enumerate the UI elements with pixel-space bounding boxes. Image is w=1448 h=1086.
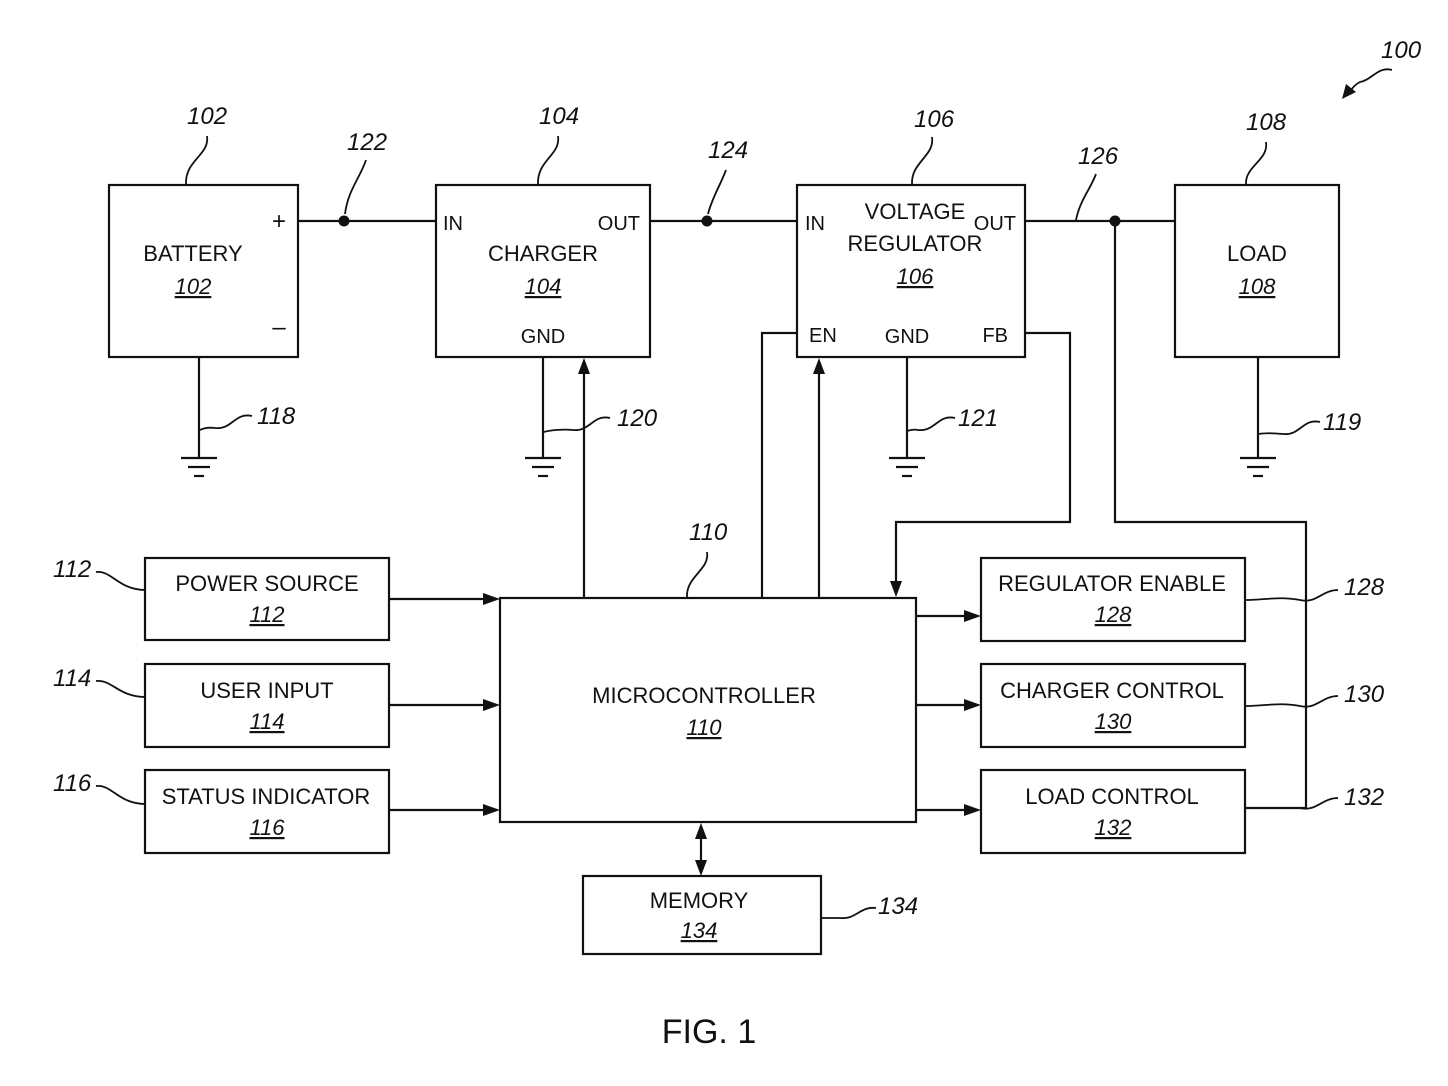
ref-121: 121 bbox=[958, 405, 998, 432]
regulator-pin-en: EN bbox=[809, 325, 837, 347]
arrow-right-power-source bbox=[483, 593, 500, 605]
ref-134: 134 bbox=[878, 893, 918, 920]
status-indicator-title: STATUS INDICATOR bbox=[162, 784, 371, 809]
charger-number: 104 bbox=[525, 274, 562, 299]
regulator-number: 106 bbox=[897, 264, 934, 289]
status-indicator-block: STATUS INDICATOR 116 bbox=[145, 770, 389, 853]
user-input-title: USER INPUT bbox=[200, 678, 333, 703]
power-source-number: 112 bbox=[249, 602, 284, 627]
microcontroller-title: MICROCONTROLLER bbox=[592, 683, 816, 708]
status-indicator-number: 116 bbox=[249, 815, 285, 840]
wire-en bbox=[762, 333, 797, 598]
junction-122 bbox=[339, 216, 350, 227]
power-source-title: POWER SOURCE bbox=[175, 571, 358, 596]
memory-number: 134 bbox=[681, 918, 718, 943]
load-title: LOAD bbox=[1227, 241, 1287, 266]
battery-number: 102 bbox=[175, 274, 212, 299]
charger-control-block: CHARGER CONTROL 130 bbox=[981, 664, 1245, 747]
lead-100 bbox=[1350, 69, 1392, 92]
charger-control-title: CHARGER CONTROL bbox=[1000, 678, 1224, 703]
memory-title: MEMORY bbox=[650, 888, 749, 913]
ref-116: 116 bbox=[53, 770, 92, 797]
regulator-enable-title: REGULATOR ENABLE bbox=[998, 571, 1226, 596]
arrow-right-regulator-enable bbox=[964, 610, 981, 622]
load-control-block: LOAD CONTROL 132 bbox=[981, 770, 1245, 853]
power-source-block: POWER SOURCE 112 bbox=[145, 558, 389, 640]
ref-130: 130 bbox=[1344, 681, 1385, 708]
ref-118: 118 bbox=[257, 403, 296, 430]
regulator-enable-block: REGULATOR ENABLE 128 bbox=[981, 558, 1245, 641]
load-control-number: 132 bbox=[1095, 815, 1132, 840]
ref-126: 126 bbox=[1078, 143, 1119, 170]
junction-126 bbox=[1110, 216, 1121, 227]
arrow-up-regulator bbox=[813, 358, 825, 374]
regulator-pin-gnd: GND bbox=[885, 326, 929, 348]
battery-plus-terminal: + bbox=[272, 208, 286, 235]
regulator-block: IN OUT VOLTAGE REGULATOR 106 EN GND FB bbox=[797, 185, 1025, 357]
ref-102: 102 bbox=[187, 103, 227, 130]
battery-title: BATTERY bbox=[143, 241, 243, 266]
battery-block: BATTERY 102 + – bbox=[109, 185, 298, 357]
ref-108: 108 bbox=[1246, 109, 1287, 136]
arrow-down-fb bbox=[890, 581, 902, 597]
ref-110: 110 bbox=[689, 519, 728, 546]
junction-124 bbox=[702, 216, 713, 227]
ground-symbol-charger bbox=[525, 458, 561, 476]
charger-control-number: 130 bbox=[1095, 709, 1132, 734]
ground-symbol-load bbox=[1240, 458, 1276, 476]
ref-122: 122 bbox=[347, 129, 387, 156]
load-block: LOAD 108 bbox=[1175, 185, 1339, 357]
microcontroller-block: MICROCONTROLLER 110 bbox=[500, 598, 916, 822]
ground-symbol-battery bbox=[181, 458, 217, 476]
arrow-up-charger bbox=[578, 358, 590, 374]
regulator-pin-fb: FB bbox=[982, 325, 1008, 347]
arrow-right-status-indicator bbox=[483, 804, 500, 816]
charger-pin-out: OUT bbox=[598, 213, 640, 235]
user-input-number: 114 bbox=[249, 709, 284, 734]
arrow-right-load-control bbox=[964, 804, 981, 816]
charger-pin-gnd: GND bbox=[521, 326, 565, 348]
regulator-title-line2: REGULATOR bbox=[848, 231, 983, 256]
user-input-block: USER INPUT 114 bbox=[145, 664, 389, 747]
charger-pin-in: IN bbox=[443, 213, 463, 235]
arrow-right-charger-control bbox=[964, 699, 981, 711]
ref-114: 114 bbox=[53, 665, 91, 692]
arrow-right-user-input bbox=[483, 699, 500, 711]
regulator-title-line1: VOLTAGE bbox=[865, 199, 966, 224]
ref-112: 112 bbox=[53, 556, 91, 583]
arrow-down-memory bbox=[695, 860, 707, 876]
regulator-pin-in: IN bbox=[805, 213, 825, 235]
ref-106: 106 bbox=[914, 106, 955, 133]
arrow-up-mcu bbox=[695, 823, 707, 839]
charger-title: CHARGER bbox=[488, 241, 598, 266]
ref-120: 120 bbox=[617, 405, 658, 432]
charger-block: IN OUT CHARGER 104 GND bbox=[436, 185, 650, 357]
ref-132: 132 bbox=[1344, 784, 1384, 811]
ground-symbols bbox=[181, 458, 1276, 476]
memory-block: MEMORY 134 bbox=[583, 876, 821, 954]
figure-caption: FIG. 1 bbox=[662, 1013, 756, 1051]
ref-124: 124 bbox=[708, 137, 748, 164]
battery-minus-terminal: – bbox=[272, 314, 286, 341]
ref-104: 104 bbox=[539, 103, 579, 130]
ref-119: 119 bbox=[1323, 409, 1361, 436]
ref-128: 128 bbox=[1344, 574, 1385, 601]
ground-symbol-regulator bbox=[889, 458, 925, 476]
regulator-enable-number: 128 bbox=[1095, 602, 1132, 627]
load-number: 108 bbox=[1239, 274, 1276, 299]
microcontroller-number: 110 bbox=[686, 715, 722, 740]
load-control-title: LOAD CONTROL bbox=[1025, 784, 1199, 809]
ref-100: 100 bbox=[1381, 37, 1422, 64]
